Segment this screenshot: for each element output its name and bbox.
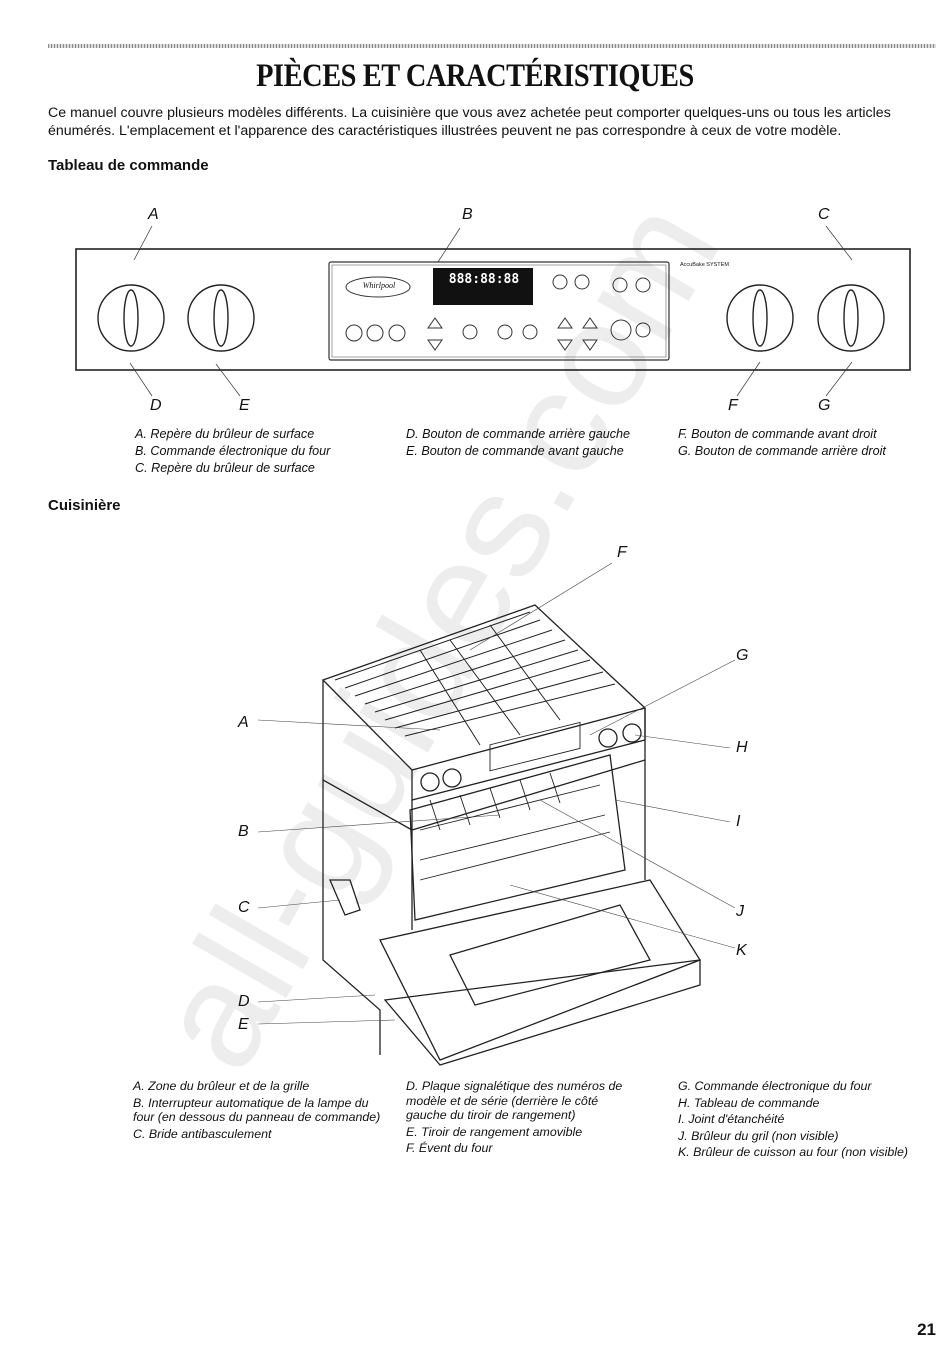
control-module-inner — [331, 264, 667, 358]
range-label-e: E — [238, 1016, 249, 1033]
range-captions-col2: D. Plaque signalétique des numéros de mo… — [406, 1079, 641, 1158]
intro-line-1: Ce manuel couvre plusieurs modèles diffé… — [48, 105, 891, 121]
panel-label-g: G — [818, 397, 831, 414]
panel-captions-col2: D. Bouton de commande arrière gauche E. … — [406, 426, 666, 460]
panel-label-c: C — [818, 206, 830, 223]
range-label-a: A — [238, 714, 249, 731]
section-heading-range: Cuisinière — [48, 497, 121, 514]
section-heading-panel: Tableau de commande — [48, 157, 209, 174]
panel-label-b: B — [462, 206, 473, 223]
panel-label-f: F — [728, 397, 738, 414]
grates — [334, 611, 616, 746]
range-leaders — [257, 562, 736, 1025]
control-module — [328, 261, 670, 361]
caption-range-d: D. Plaque signalétique des numéros de mo… — [406, 1079, 623, 1122]
knobs — [97, 284, 885, 352]
caption-range-f: F. Évent du four — [406, 1141, 493, 1155]
caption-panel-c: C. Repère du brûleur de surface — [135, 461, 315, 475]
range-label-h: H — [736, 739, 748, 756]
range-captions-col3: G. Commande électronique du four H. Tabl… — [678, 1079, 940, 1162]
intro-line-2: énumérés. L'emplacement et l'apparence d… — [48, 123, 842, 139]
panel-captions-col3: F. Bouton de commande avant droit G. Bou… — [678, 426, 938, 460]
brand-logo — [345, 276, 411, 298]
caption-range-b: B. Interrupteur automatique de la lampe … — [133, 1095, 381, 1125]
caption-range-c: C. Bride antibasculement — [133, 1126, 272, 1141]
caption-range-g: G. Commande électronique du four — [678, 1079, 872, 1093]
page-number: 21 — [917, 1320, 936, 1339]
panel-captions-col1: A. Repère du brûleur de surface B. Comma… — [135, 426, 395, 477]
panel-leaders — [129, 225, 853, 397]
caption-range-a: A. Zone du brûleur et de la grille — [133, 1079, 310, 1093]
caption-panel-e: E. Bouton de commande avant gauche — [406, 444, 624, 458]
intro-text: Ce manuel couvre plusieurs modèles diffé… — [48, 104, 938, 140]
caption-range-k: K. Brûleur de cuisson au four (non visib… — [678, 1145, 909, 1159]
panel-frame — [75, 248, 911, 371]
panel-label-d: D — [150, 397, 162, 414]
lcd-digits: 888:88:88 — [448, 272, 520, 287]
caption-panel-d: D. Bouton de commande arrière gauche — [406, 427, 631, 441]
range-illustration — [321, 604, 701, 1066]
caption-panel-f: F. Bouton de commande avant droit — [678, 427, 877, 441]
keypad-buttons — [345, 274, 651, 351]
range-label-i: I — [736, 813, 741, 830]
caption-range-i: I. Joint d'étanchéité — [678, 1112, 785, 1126]
range-label-d: D — [238, 993, 250, 1010]
panel-label-a: A — [148, 206, 159, 223]
range-label-j: J — [736, 903, 744, 920]
caption-range-j: J. Brûleur du gril (non visible) — [678, 1128, 839, 1143]
range-captions-col1: A. Zone du brûleur et de la grille B. In… — [133, 1079, 383, 1143]
lcd-display — [433, 268, 533, 305]
range-label-g: G — [736, 647, 749, 664]
range-label-b: B — [238, 823, 249, 840]
caption-range-h: H. Tableau de commande — [678, 1095, 820, 1110]
range-label-k: K — [736, 942, 747, 959]
panel-label-e: E — [239, 397, 250, 414]
caption-panel-g: G. Bouton de commande arrière droit — [678, 444, 886, 458]
range-label-f: F — [617, 544, 627, 561]
range-label-c: C — [238, 899, 250, 916]
header-rule — [48, 44, 936, 48]
caption-panel-a: A. Repère du brûleur de surface — [135, 427, 315, 441]
brand-name: Whirlpool — [362, 281, 396, 290]
page-title: PIÈCES ET CARACTÉRISTIQUES — [256, 58, 694, 94]
oven-racks — [419, 772, 611, 881]
caption-range-e: E. Tiroir de rangement amovible — [406, 1124, 583, 1139]
caption-panel-b: B. Commande électronique du four — [135, 444, 331, 458]
system-badge: AccuBake SYSTEM — [680, 262, 729, 268]
